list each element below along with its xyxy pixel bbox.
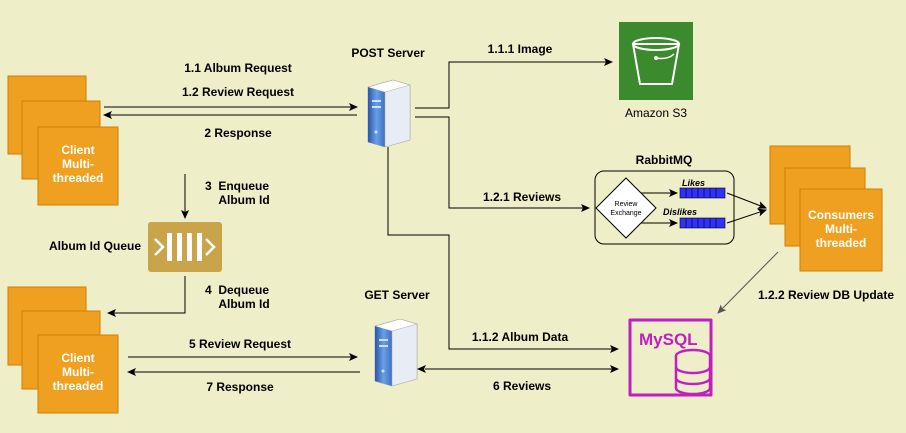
rabbitmq-label: RabbitMQ: [636, 153, 693, 167]
edge-likes-to-consumers: [726, 192, 767, 209]
likes-queue: [679, 187, 726, 199]
client-top-box: [37, 126, 119, 206]
edge-album-data-label: 1.1.2 Album Data: [472, 330, 569, 344]
post-server-icon: [367, 79, 411, 148]
review-exchange-diamond: [595, 177, 657, 239]
edge-response-top-label: 2 Response: [204, 126, 272, 140]
edge-review-request-top-label: 1.2 Review Request: [182, 85, 294, 99]
edge-dislikes-to-consumers: [726, 208, 767, 224]
post-server-label: POST Server: [351, 46, 425, 60]
edge-reviews: [415, 116, 590, 212]
mysql-label: MySQL: [639, 330, 698, 349]
edge-response-bottom-label: 7 Response: [206, 380, 274, 394]
likes-label: Likes: [682, 178, 705, 188]
album-queue-icon: [148, 222, 222, 272]
consumers-box: [799, 188, 883, 272]
edge-six-reviews-label: 6 Reviews: [493, 379, 551, 393]
mysql-icon: [628, 318, 713, 397]
rabbitmq-box: [594, 170, 735, 245]
edge-dequeue: [107, 276, 186, 317]
album-queue-label: Album Id Queue: [49, 239, 141, 253]
amazon-s3-icon: [619, 22, 693, 100]
edge-image-label: 1.1.1 Image: [488, 42, 553, 56]
get-server-label: GET Server: [364, 288, 430, 302]
edge-image: [415, 58, 613, 109]
edge-review-db-update-label: 1.2.2 Review DB Update: [758, 288, 894, 302]
edge-enqueue-label: 3 Enqueue Album Id: [205, 179, 270, 207]
edge-album-request-label: 1.1 Album Request: [184, 61, 292, 75]
amazon-s3-label: Amazon S3: [625, 106, 687, 120]
edge-dequeue-label: 4 Dequeue Album Id: [205, 283, 270, 311]
get-server-icon: [374, 318, 418, 387]
client-bottom-box: [37, 334, 119, 414]
edge-review-request-bottom-label: 5 Review Request: [189, 337, 291, 351]
dislikes-label: Dislikes: [663, 207, 697, 217]
edge-album-data: [387, 147, 619, 353]
dislikes-queue: [679, 217, 726, 229]
edge-reviews-label: 1.2.1 Reviews: [483, 190, 561, 204]
edge-review-db-update: [717, 251, 779, 314]
